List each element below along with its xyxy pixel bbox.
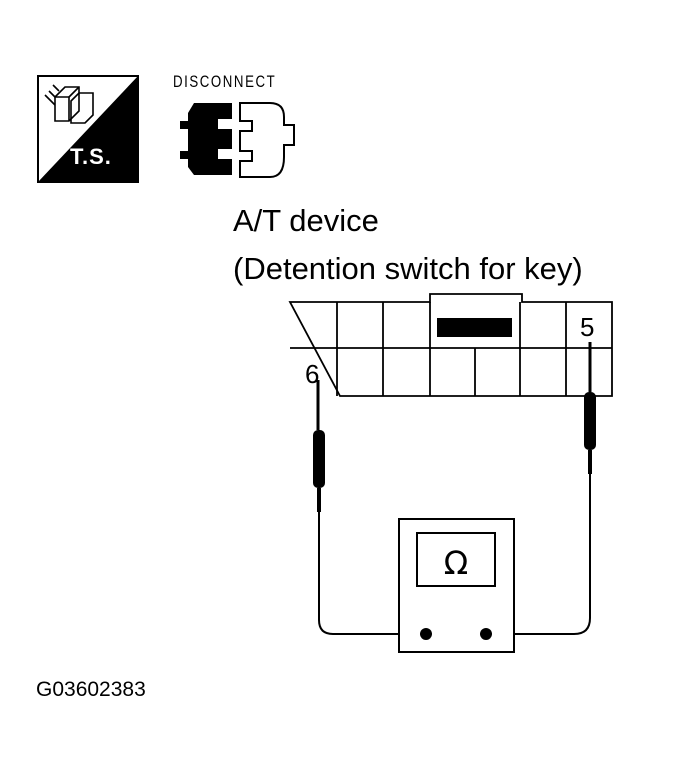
test-lead-left bbox=[318, 512, 426, 635]
device-subtitle: (Detention switch for key) bbox=[233, 251, 583, 286]
disconnect-label: DISCONNECT bbox=[173, 72, 277, 91]
connector bbox=[288, 293, 613, 397]
troubleshooting-icon bbox=[37, 75, 139, 183]
probe-right bbox=[584, 342, 596, 474]
ts-label: T.S. bbox=[70, 144, 112, 169]
ohm-symbol: Ω bbox=[444, 544, 468, 582]
device-title: A/T device bbox=[233, 203, 379, 238]
connector-latch bbox=[437, 318, 512, 337]
terminal-5-label: 5 bbox=[580, 312, 594, 342]
probe-left bbox=[313, 380, 325, 512]
figure-id: G03602383 bbox=[36, 678, 146, 701]
test-lead-right bbox=[486, 474, 591, 635]
connector-disconnect-icon bbox=[180, 102, 295, 178]
terminal-6-label: 6 bbox=[305, 359, 319, 389]
ohmmeter bbox=[398, 518, 515, 653]
